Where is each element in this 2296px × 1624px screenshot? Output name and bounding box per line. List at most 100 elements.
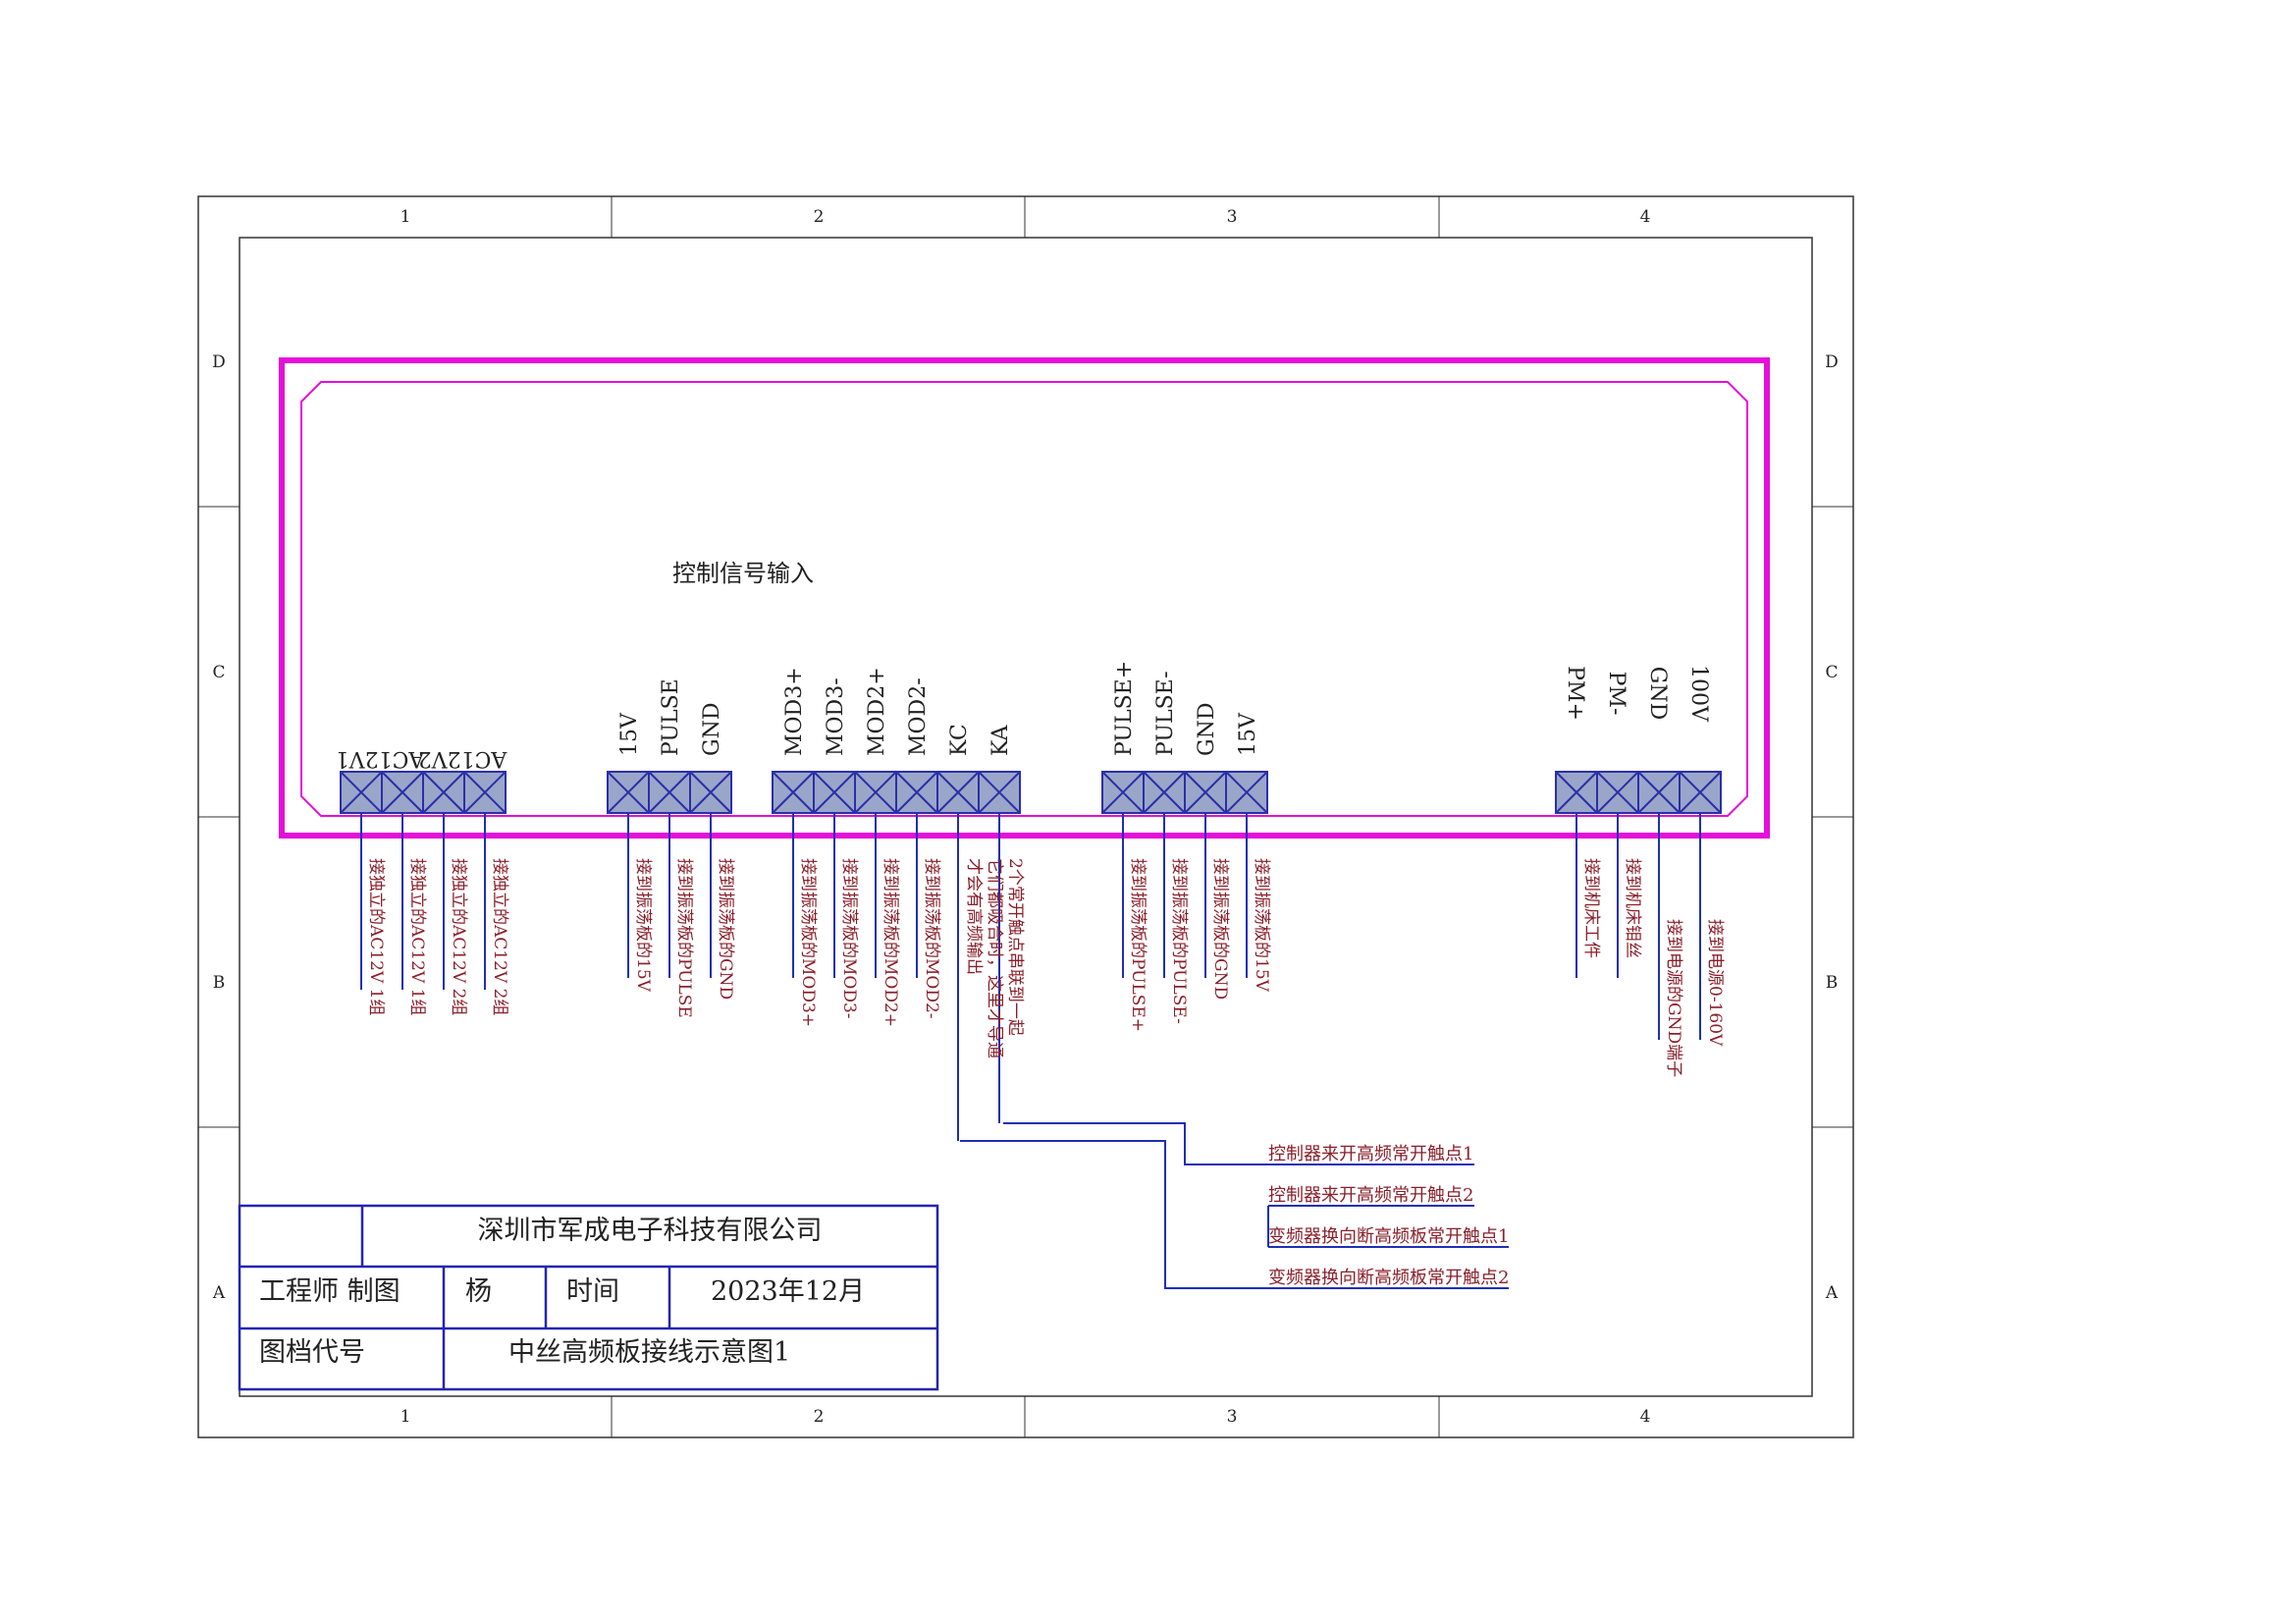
board-outline [279,357,1770,839]
row-label-left-A: A [212,1283,226,1303]
col-label-top-4: 4 [1640,207,1651,227]
terminal-label: PM- [1604,672,1629,716]
col-label-bottom-4: 4 [1640,1407,1651,1427]
terminal-note: 接到振荡板的PULSE- [1169,858,1189,1024]
terminal-cross [814,772,855,813]
drawing-name: 中丝高频板接线示意图1 [508,1337,790,1368]
contact-label-1: 控制器来开高频常开触点1 [1268,1144,1473,1164]
terminal-note: 接独立的AC12V 2组 [449,858,468,1015]
column-labels: 1 2 3 4 1 2 3 4 [400,207,1651,1427]
sheet-frame [197,195,1854,1438]
terminal-note: 接到振荡板的GND [1210,858,1230,1000]
row-label-right-A: A [1825,1283,1839,1303]
terminal-cross [773,772,814,813]
terminal-note: 接独立的AC12V 1组 [366,858,386,1015]
terminal-note: 接到振荡板的MOD2+ [881,858,900,1027]
drawing-code-label: 图档代号 [259,1337,365,1368]
terminal-note: 接到振荡板的15V [633,858,653,993]
terminal-label: PULSE [659,678,683,756]
terminal-cross [1226,772,1267,813]
col-label-bottom-3: 3 [1227,1407,1238,1427]
row-label-right-B: B [1826,973,1839,993]
col-label-top-1: 1 [400,207,411,227]
kc-wire-route [960,1140,1509,1289]
kc-ka-note: 2个常开触点串联到一起 它们都吸合时，这里才导通 才会有高频输出 [964,858,1025,1058]
terminal-cross [1185,772,1226,813]
drawing-date: 2023年12月 [711,1276,865,1307]
terminal-label: PM+ [1563,666,1587,721]
row-label-left-D: D [212,352,226,372]
terminal-label: GND [700,703,724,756]
terminal-label: KA [988,724,1013,756]
terminal-label: GND [1645,667,1670,720]
col-label-top-2: 2 [814,207,825,227]
terminal-note: 接独立的AC12V 2组 [490,858,509,1015]
terminal-label: MOD2- [906,677,931,756]
terminal-group-osc2: PULSE+ 接到振荡板的PULSE+ PULSE- 接到振荡板的PULSE- GND 接… [1101,661,1271,1032]
terminal-cross [382,772,423,813]
row-label-left-B: B [213,973,226,993]
terminal-group-ac: AC12V1接独立的AC12V 1组接独立的AC12V 1组AC12V2接独立的… [336,746,509,1015]
title-block: 深圳市军成电子科技有限公司 工程师 制图 杨 时间 2023年12月 图档代号 … [238,1204,939,1391]
contact-labels: 控制器来开高频常开触点1 控制器来开高频常开触点2 变频器换向断高频板常开触点1… [1268,1144,1509,1288]
company-name: 深圳市军成电子科技有限公司 [478,1216,823,1246]
terminal-note: 接到机床钼丝 [1623,858,1642,958]
contact-label-4: 变频器换向断高频板常开触点2 [1268,1268,1509,1288]
terminal-label: MOD3+ [782,667,807,756]
terminal-label: GND [1195,703,1219,756]
terminal-cross [1597,772,1638,813]
terminal-cross [1556,772,1597,813]
terminal-group-pm: PM+接到机床工件PM-接到机床钼丝GND接到电源的GND端子100V接到电源0… [1555,665,1725,1077]
engineer-name: 杨 [465,1276,492,1307]
terminal-cross [1680,772,1721,813]
terminal-label: MOD2+ [865,667,889,756]
terminal-cross [896,772,937,813]
title-block-border [238,1204,939,1391]
ka-wire-route [1003,1122,1474,1165]
terminal-label: PULSE- [1153,671,1178,756]
col-label-top-3: 3 [1227,207,1238,227]
terminal-cross [855,772,896,813]
terminal-note: 接到电源0-160V [1705,919,1725,1047]
terminal-cross [1638,772,1680,813]
terminal-strips: AC12V1接独立的AC12V 1组接独立的AC12V 1组AC12V2接独立的… [336,661,1725,1141]
contact-label-2: 控制器来开高频常开触点2 [1268,1185,1473,1206]
terminal-note: 接到振荡板的GND [716,858,735,1000]
kc-ka-note-line3: 才会有高频输出 [964,858,984,975]
terminal-cross [608,772,649,813]
terminal-group-mod: MOD3+ 接到振荡板的MOD3+ MOD3- 接到振荡板的MOD3- MOD2+ 接到振… [772,667,1021,1141]
terminal-cross [1102,772,1144,813]
terminal-note: 接到振荡板的PULSE+ [1128,858,1148,1032]
row-label-right-D: D [1825,352,1839,372]
terminal-label: MOD3- [824,677,848,756]
terminal-note: 接独立的AC12V 1组 [407,858,427,1015]
terminal-cross [649,772,690,813]
role-label: 工程师 制图 [259,1276,400,1307]
contact-label-3: 变频器换向断高频板常开触点1 [1268,1226,1509,1247]
terminal-cross [1144,772,1185,813]
terminal-label: 15V [617,712,642,756]
terminal-label: PULSE+ [1112,661,1137,756]
row-labels: D C B A D C B A [212,352,1839,1303]
terminal-note: 接到振荡板的MOD2- [922,858,941,1019]
terminal-cross [690,772,731,813]
terminal-note: 接到振荡板的MOD3+ [798,858,818,1027]
terminal-cross [464,772,506,813]
terminal-note: 接到机床工件 [1581,858,1601,958]
col-label-bottom-2: 2 [814,1407,825,1427]
time-label: 时间 [566,1276,619,1307]
terminal-note: 接到振荡板的MOD3- [839,858,859,1019]
terminal-note: 接到振荡板的15V [1252,858,1271,993]
terminal-cross [937,772,979,813]
terminal-label: KC [947,724,972,756]
col-label-bottom-1: 1 [400,1407,411,1427]
board-inner-edge [300,381,1748,817]
terminal-cross [979,772,1020,813]
board-title: 控制信号输入 [672,560,814,587]
board-outer-edge [279,357,1770,839]
kc-ka-note-line1: 2个常开触点串联到一起 [1005,858,1025,1036]
terminal-cross [341,772,382,813]
terminal-label: AC12V1 [336,746,426,771]
